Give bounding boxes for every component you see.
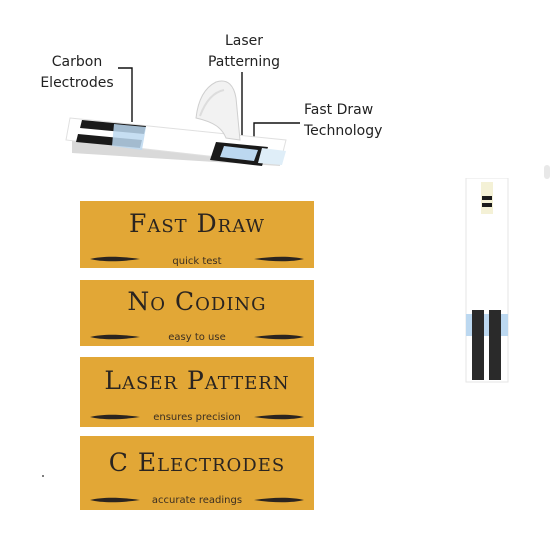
strip-top-mark-2 <box>482 203 492 207</box>
laser-film-fold <box>199 89 225 117</box>
card-subtitle: quick test <box>172 256 222 267</box>
strip-top-mark-1 <box>482 196 492 200</box>
callout-fast-draw-technology: Fast Draw Technology <box>304 100 400 142</box>
stray-dot <box>42 475 44 477</box>
feature-card-fast-draw: Fast Draw quick test <box>80 201 314 268</box>
feature-card-laser-pattern: Laser Pattern ensures precision <box>80 357 314 427</box>
right-flourish <box>254 256 304 262</box>
left-flourish <box>90 414 140 420</box>
right-flourish <box>254 497 304 503</box>
edge-mark <box>544 165 550 179</box>
strip-tip <box>258 148 286 165</box>
callout-carbon-line1: Carbon <box>51 54 103 70</box>
callout-laser-line2: Patterning <box>207 54 281 70</box>
callout-fastdraw-line2: Technology <box>304 123 383 139</box>
left-flourish <box>90 334 140 340</box>
card-title: C Electrodes <box>108 448 286 477</box>
callout-fastdraw-line1: Fast Draw <box>304 102 374 118</box>
card-subtitle: accurate readings <box>151 495 243 506</box>
callout-laser-patterning: Laser Patterning <box>206 31 282 73</box>
card-title: Laser Pattern <box>104 366 290 395</box>
strip-electrode-left <box>472 310 484 380</box>
feature-card-no-coding: No Coding easy to use <box>80 280 314 346</box>
card-title: No Coding <box>127 287 267 316</box>
right-flourish <box>254 414 304 420</box>
right-flourish <box>254 334 304 340</box>
feature-card-c-electrodes: C Electrodes accurate readings <box>80 436 314 510</box>
left-flourish <box>90 256 140 262</box>
card-title: Fast Draw <box>129 209 265 238</box>
laser-film <box>195 80 241 141</box>
callout-laser-line1: Laser <box>224 33 264 49</box>
fastdraw-window <box>220 146 258 161</box>
strip-electrode-right <box>489 310 501 380</box>
callout-carbon-line2: Electrodes <box>40 75 114 91</box>
carbon-leader-line <box>118 67 133 122</box>
card-subtitle: easy to use <box>168 332 226 343</box>
test-strip-diagram <box>65 67 300 166</box>
callout-carbon-electrodes: Carbon Electrodes <box>36 52 118 94</box>
left-flourish <box>90 497 140 503</box>
vertical-test-strip <box>465 178 509 383</box>
card-subtitle: ensures precision <box>153 412 241 423</box>
electrode-blue-highlight <box>112 124 146 150</box>
